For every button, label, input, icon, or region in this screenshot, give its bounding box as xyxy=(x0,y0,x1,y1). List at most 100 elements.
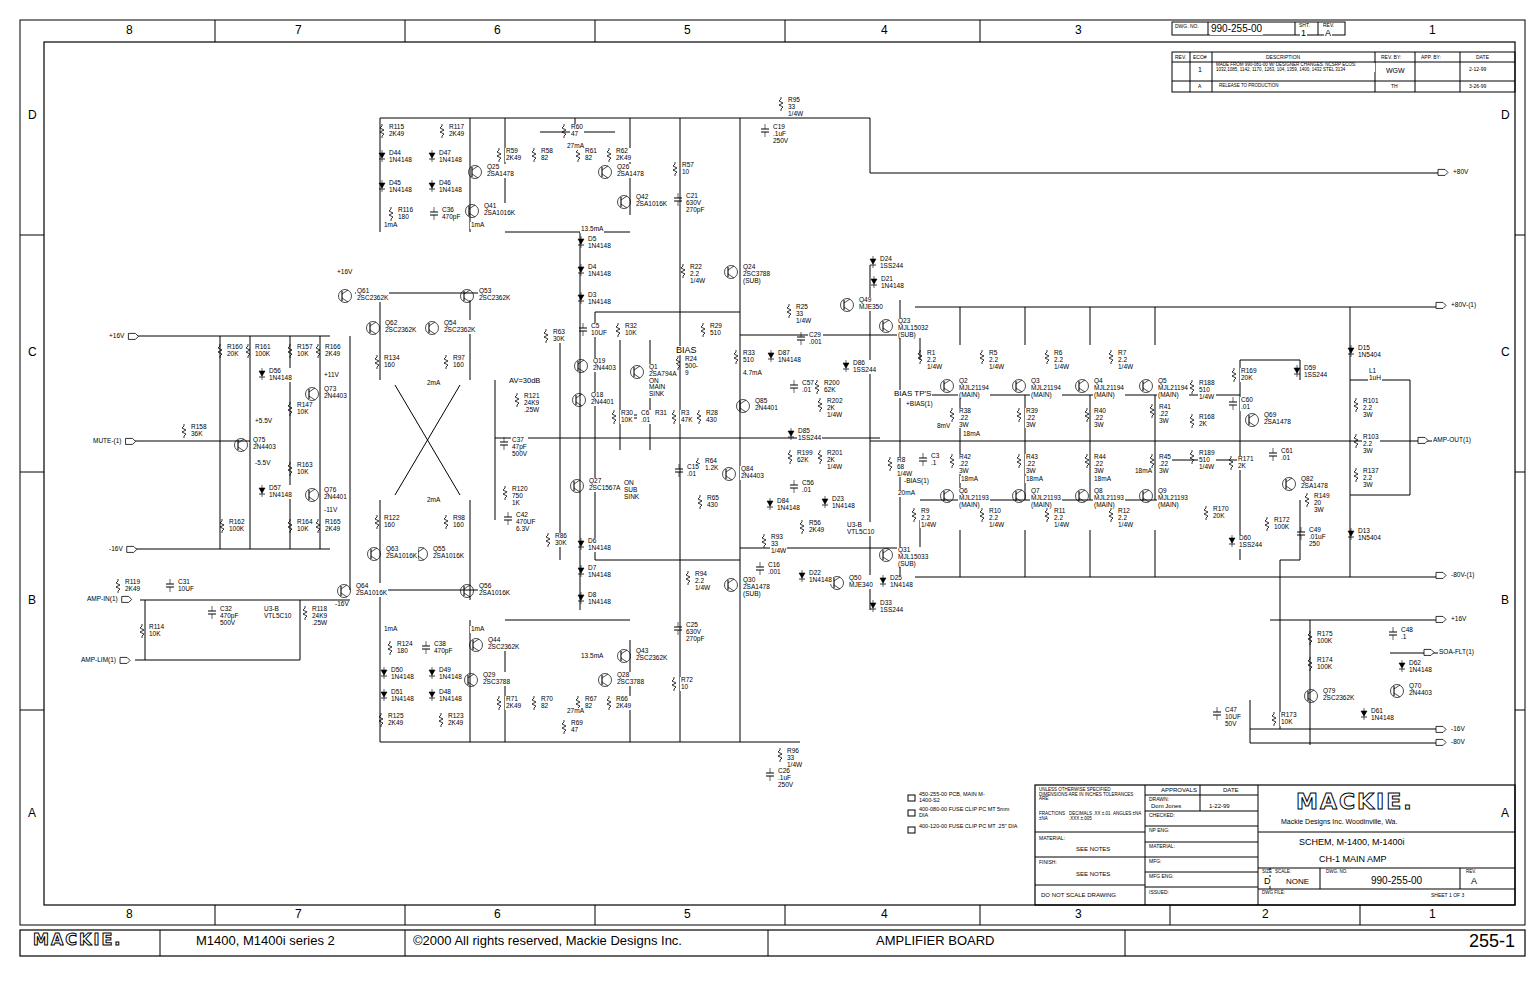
wire xyxy=(595,560,740,561)
schematic-label: 1mA xyxy=(470,626,485,633)
transistor-base xyxy=(471,167,472,177)
resistor-symbol xyxy=(918,350,922,364)
wire xyxy=(320,336,321,549)
zone-tick xyxy=(20,472,44,473)
schematic-label: AV=30dB xyxy=(508,377,541,385)
wire xyxy=(1280,560,1281,729)
transistor-collector xyxy=(309,388,315,392)
transistor-collector xyxy=(621,196,627,200)
schematic-label: +16V xyxy=(1450,616,1467,623)
schematic-label: NONE xyxy=(1285,878,1310,886)
transistor-emitter xyxy=(621,204,627,208)
transistor-collector xyxy=(469,205,475,209)
logo-text: MACKIE. xyxy=(32,932,123,949)
schematic-label: R171 2K xyxy=(1237,456,1255,470)
diode-lead xyxy=(581,292,582,304)
table-line xyxy=(1145,857,1258,858)
capacitor-plate xyxy=(919,458,927,459)
schematic-label: M1400, M1400i series 2 xyxy=(195,934,336,948)
transistor-emitter xyxy=(1016,498,1022,502)
table-line xyxy=(1035,857,1145,858)
wire xyxy=(380,300,381,380)
transistor-emitter xyxy=(728,587,734,591)
table-line xyxy=(1208,22,1209,35)
schematic-label: R157 10K xyxy=(296,344,314,358)
resistor-symbol xyxy=(1150,404,1154,418)
transistor-emitter xyxy=(469,213,475,217)
schematic-label: R123 2K49 xyxy=(447,713,465,727)
transistor-emitter xyxy=(1308,698,1314,702)
transistor-collector xyxy=(1394,685,1400,689)
schematic-label: Q18 2N4401 xyxy=(590,392,615,406)
diode-lead xyxy=(262,368,263,380)
footer-divider xyxy=(405,930,406,956)
schematic-label: C xyxy=(27,346,38,359)
transistor-emitter xyxy=(370,330,376,334)
table-line xyxy=(1212,52,1213,92)
schematic-label: Q84 2N4403 xyxy=(740,466,765,480)
resistor-symbol xyxy=(1190,450,1194,464)
note-box xyxy=(908,810,915,816)
transistor-emitter xyxy=(834,585,840,589)
schematic-label: D13 1N5404 xyxy=(1357,528,1382,542)
schematic-label: Q25 2SA1478 xyxy=(486,164,515,178)
schematic-label: Q27 2SC1567A xyxy=(588,478,621,492)
wire xyxy=(900,300,901,580)
transistor-symbol xyxy=(841,299,854,312)
resistor-symbol xyxy=(380,124,384,138)
resistor-symbol xyxy=(444,355,448,369)
transistor-base xyxy=(833,578,834,588)
schematic-label: 2-12-99 xyxy=(1468,67,1487,72)
schematic-label: C31 10UF xyxy=(177,579,195,593)
port-flag xyxy=(126,438,136,444)
resistor-symbol xyxy=(503,486,507,500)
schematic-label: MFG ENG: xyxy=(1148,874,1175,879)
diode-lead xyxy=(874,276,875,288)
capacitor-plate xyxy=(790,485,798,486)
footer-divider xyxy=(768,930,769,956)
schematic-label: C60 .01 xyxy=(1240,397,1254,411)
schematic-label: CHECKED: xyxy=(1148,813,1176,818)
schematic-label: 990-255-00 xyxy=(1210,24,1263,35)
transistor-collector xyxy=(834,577,840,581)
schematic-label: R201 2K 1/4W xyxy=(826,450,844,470)
resistor-symbol xyxy=(1354,468,1358,482)
schematic-label: D22 1N4148 xyxy=(808,570,833,584)
schematic-label: R65 430 xyxy=(706,495,720,509)
schematic-label: MADE FROM 990-081-00 W/ DESIGNER CHANGES… xyxy=(1215,63,1375,72)
wire xyxy=(395,385,460,495)
capacitor-plate xyxy=(500,442,508,443)
footer-divider xyxy=(1125,930,1126,956)
zone-tick xyxy=(215,905,216,925)
schematic-label: Dom Jones xyxy=(1150,803,1182,809)
capacitor-lead xyxy=(583,323,584,328)
schematic-label: D3 1N4148 xyxy=(587,292,612,306)
schematic-label: R116 180 xyxy=(397,207,414,221)
diode-lead xyxy=(432,667,433,679)
resistor-symbol xyxy=(818,398,822,412)
schematic-label: +80V-(1) xyxy=(1450,302,1477,309)
wire xyxy=(960,530,961,577)
resistor-symbol xyxy=(888,457,892,471)
transistor-collector xyxy=(1016,380,1022,384)
schematic-label: R122 160 xyxy=(383,515,401,529)
wire xyxy=(1410,380,1411,495)
resistor-symbol xyxy=(1150,454,1154,468)
transistor-collector xyxy=(1079,490,1085,494)
wire xyxy=(135,441,250,442)
schematic-label: SOA-FLT(1) xyxy=(1438,649,1475,656)
transistor-symbol xyxy=(725,579,738,592)
zone-tick xyxy=(1170,905,1171,925)
transistor-collector xyxy=(944,380,950,384)
capacitor-lead xyxy=(434,207,435,212)
transistor-base xyxy=(575,395,576,405)
port-flag xyxy=(128,333,138,339)
transistor-emitter xyxy=(1143,388,1149,392)
schematic-label: Q29 2SC3788 xyxy=(482,672,511,686)
diode-lead xyxy=(384,667,385,679)
resistor-symbol xyxy=(116,579,120,593)
transistor-emitter xyxy=(944,498,950,502)
table-line xyxy=(1035,885,1145,886)
transistor-emitter xyxy=(634,374,640,378)
table-line xyxy=(1145,872,1258,873)
